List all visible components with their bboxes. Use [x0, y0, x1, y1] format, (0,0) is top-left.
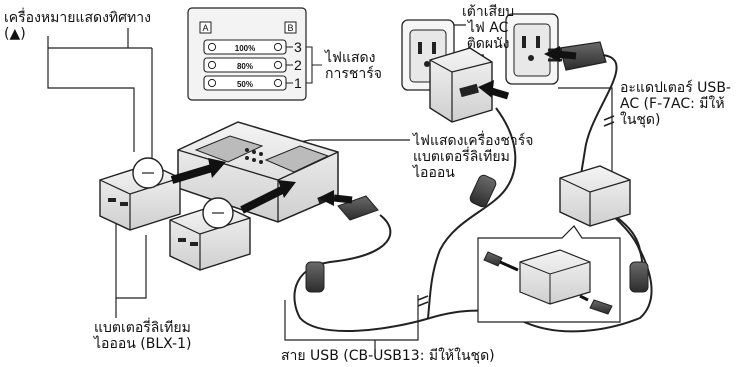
label-line: เต้าเสียบ	[462, 4, 515, 20]
usb-cable-label: สาย USB (CB-USB13: มีให้ในชุด)	[281, 348, 495, 364]
battery-label: แบตเตอรี่ลิเทียม ไอออน (BLX-1)	[94, 320, 191, 352]
label-line: AC (F-7AC: มีให้	[620, 96, 725, 112]
charge-indicator-label: ไฟแสดง การชาร์จ	[325, 50, 382, 82]
ferrite-core	[305, 174, 649, 293]
wall-outlet-label: เต้าเสียบ ไฟ AC ติดผนัง	[462, 4, 514, 52]
adapter-inset	[477, 225, 621, 323]
arrow-icon	[208, 158, 226, 178]
label-line: ติดผนัง	[466, 36, 510, 52]
arrow-icon	[170, 164, 214, 184]
direction-mark-label: เครื่องหมายแสดงทิศทาง (▲)	[4, 10, 151, 42]
arrow-icon	[544, 46, 560, 62]
arrow-icon	[318, 190, 334, 206]
cable-break-marks	[417, 115, 615, 307]
usb-ac-adapter	[559, 165, 631, 227]
slot-a-label: A	[202, 23, 208, 33]
label-line: ในชุด)	[620, 112, 661, 128]
label-line: ไฟ AC	[467, 20, 509, 36]
arrow-icon	[333, 194, 353, 204]
wall-outlet-right	[505, 13, 559, 85]
indicator-row-80: 80%	[203, 57, 287, 73]
indicator-percent: 50%	[237, 80, 253, 89]
label-line: การชาร์จ	[325, 66, 382, 82]
indicator-row-100: 100%	[203, 39, 287, 55]
label-line: แบตเตอรี่ลิเทียม	[413, 149, 510, 165]
label-line: ไฟแสดง	[325, 50, 376, 66]
indicator-level: 1	[294, 75, 302, 91]
battery-left	[99, 157, 181, 231]
arrow-icon	[240, 186, 284, 214]
indicator-percent: 100%	[235, 44, 255, 53]
label-line: เครื่องหมายแสดงทิศทาง	[4, 10, 151, 26]
label-line: ไฟแสดงเครื่องชาร์จ	[413, 133, 534, 149]
label-line: (▲)	[4, 26, 26, 42]
indicator-percent: 80%	[237, 62, 253, 71]
charge-indicator-panel: A B 100% 80% 50% 3 2 1	[187, 7, 322, 101]
arrow-icon	[478, 80, 494, 98]
label-line: อะแดปเตอร์ USB-	[620, 80, 731, 96]
usb-ac-adapter-direct	[429, 47, 493, 123]
usb-plug	[337, 195, 379, 221]
label-line: ไอออน (BLX-1)	[94, 336, 192, 352]
usb-ac-adapter-label: อะแดปเตอร์ USB- AC (F-7AC: มีให้ ในชุด)	[620, 80, 731, 128]
indicator-row-50: 50%	[203, 75, 287, 91]
slot-b-label: B	[287, 23, 293, 33]
charger-indicator-label: ไฟแสดงเครื่องชาร์จ แบตเตอรี่ลิเทียม ไอออ…	[413, 133, 533, 181]
arrow-icon	[278, 180, 296, 198]
label-line: แบตเตอรี่ลิเทียม	[94, 320, 191, 336]
battery-right	[169, 197, 251, 271]
label-line: สาย USB (CB-USB13: มีให้ในชุด)	[281, 348, 495, 364]
label-line: ไอออน	[413, 165, 455, 181]
indicator-level: 2	[294, 57, 302, 73]
indicator-level: 3	[294, 39, 302, 55]
